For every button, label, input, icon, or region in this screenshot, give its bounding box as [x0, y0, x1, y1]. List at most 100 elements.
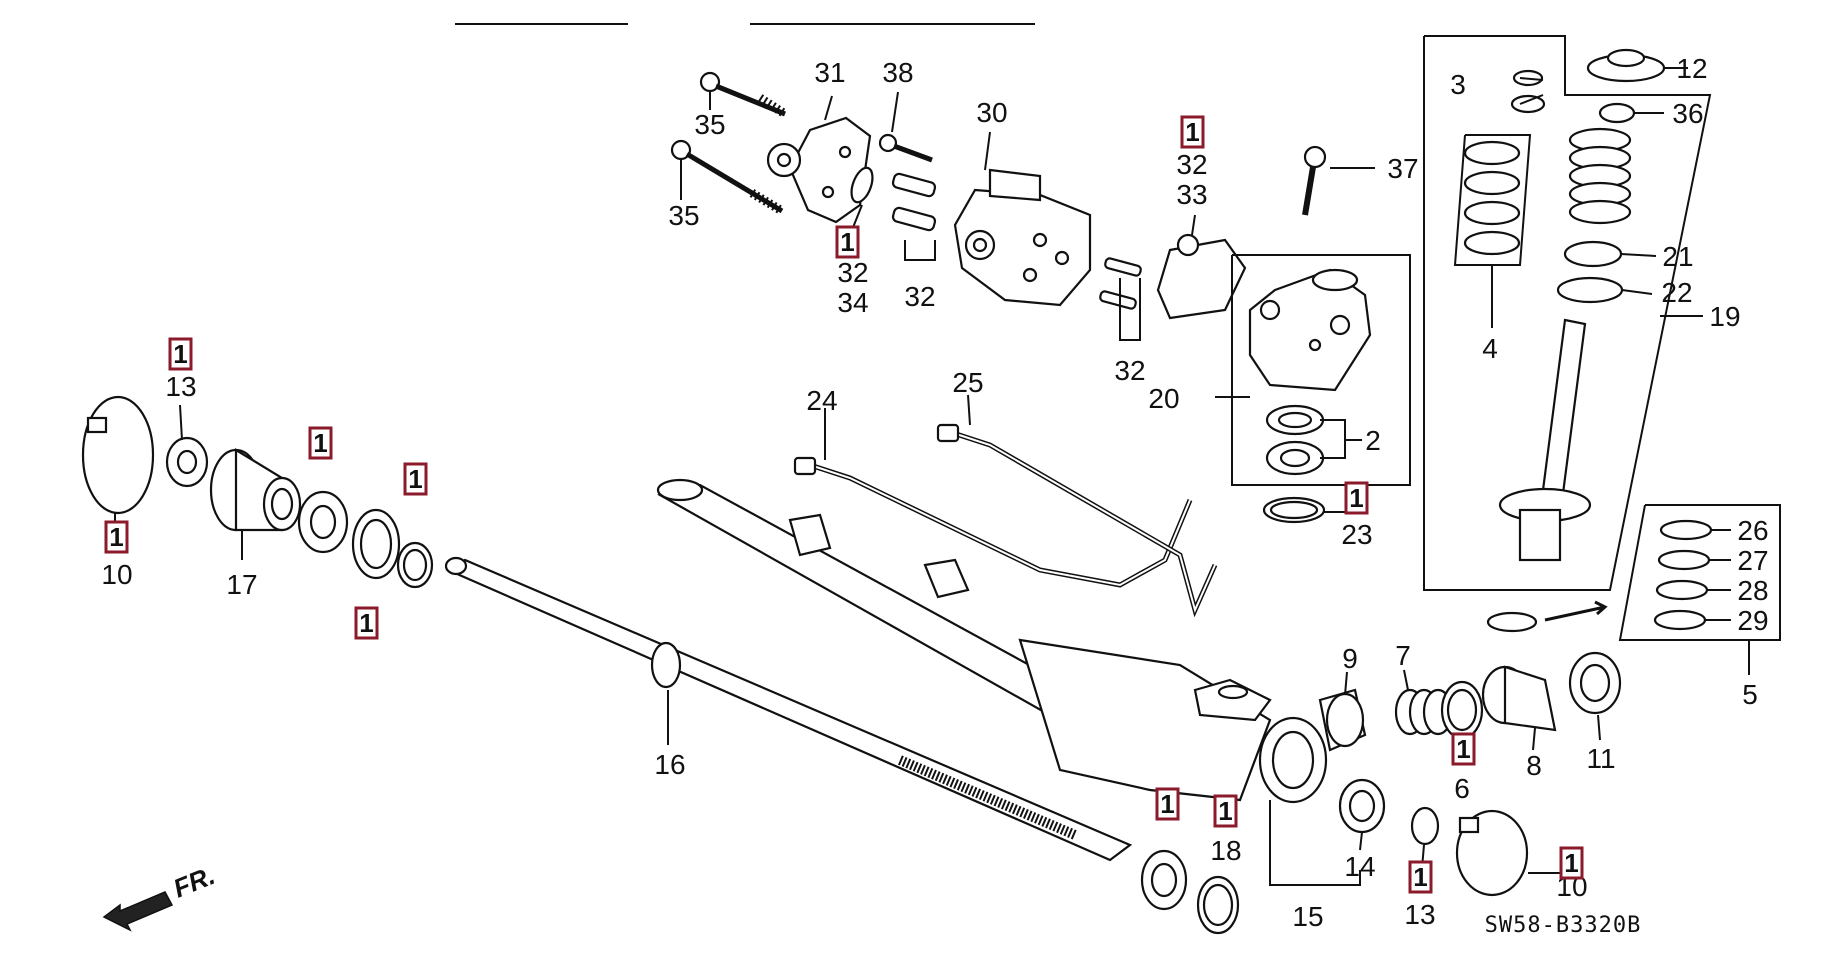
bearing-cap-12[interactable] [1586, 48, 1666, 83]
bolt-37[interactable] [1302, 145, 1327, 216]
bushing-13-right[interactable] [1410, 806, 1440, 846]
bushing-9[interactable] [1318, 688, 1367, 752]
boxed-label-23: 1 [1344, 481, 1369, 515]
bushing-14[interactable] [1338, 778, 1386, 834]
end-plug-17[interactable] [209, 448, 302, 532]
callout-16: 16 [654, 749, 685, 780]
boxed-label-13-left: 1 [168, 337, 193, 371]
boxed-label-18: 1 [1213, 794, 1238, 828]
svg-text:1: 1 [408, 464, 422, 494]
seal-18-left[interactable] [1140, 849, 1188, 911]
svg-text:1: 1 [313, 428, 327, 458]
callout-30: 30 [976, 97, 1007, 128]
shim-28[interactable] [1655, 579, 1709, 601]
seal-2-upper[interactable] [1265, 404, 1325, 436]
seal-21[interactable] [1563, 240, 1623, 268]
seal-2-lower[interactable] [1265, 440, 1325, 476]
callout-32-lower: 32 [1114, 355, 1145, 386]
seal-left-1[interactable] [297, 490, 349, 554]
svg-text:1: 1 [1413, 862, 1427, 892]
dowel-pins-32[interactable] [891, 172, 937, 232]
diagram-code: SW58-B3320B [1485, 913, 1642, 938]
boxed-labels: 1 1 1 1 1 1 1 1 [104, 115, 1584, 894]
o-ring-6[interactable] [1440, 680, 1484, 740]
callout-37: 37 [1387, 153, 1418, 184]
boxed-label-10-left: 1 [104, 520, 129, 554]
callout-13-right: 13 [1404, 899, 1435, 930]
washers-3[interactable] [1510, 69, 1546, 114]
valve-housing-30[interactable] [953, 168, 1092, 307]
callout-23: 23 [1341, 519, 1372, 550]
svg-text:1: 1 [1564, 848, 1578, 878]
callout-32-right: 32 [1176, 149, 1207, 180]
arrow-to-shims [1544, 600, 1608, 622]
callout-36: 36 [1672, 98, 1703, 129]
spring-stack-19[interactable] [1568, 127, 1632, 225]
callout-11: 11 [1586, 743, 1615, 774]
pipe-24[interactable] [793, 456, 1193, 588]
seal-rings-4[interactable] [1463, 140, 1521, 256]
clamp-10-right[interactable] [1455, 809, 1529, 897]
rack-guide-8[interactable] [1481, 665, 1557, 732]
callout-19: 19 [1709, 301, 1740, 332]
svg-text:1: 1 [1218, 796, 1232, 826]
boxed-label-13-right: 1 [1408, 860, 1433, 894]
valve-body-20[interactable] [1248, 268, 1372, 392]
callout-26: 26 [1737, 515, 1768, 546]
callout-15: 15 [1292, 901, 1323, 932]
shim-29[interactable] [1653, 609, 1707, 631]
pipe-25[interactable] [936, 423, 1218, 618]
clamp-10-left[interactable] [81, 395, 155, 515]
boxed-label-seal-left-2: 1 [354, 606, 379, 640]
callout-32-pins: 32 [904, 281, 935, 312]
boxed-label-seal-18: 1 [1155, 787, 1180, 821]
steering-housing[interactable] [656, 478, 1328, 804]
callout-34: 34 [837, 287, 868, 318]
o-ring-23[interactable] [1262, 496, 1326, 524]
plate-31[interactable] [766, 116, 872, 224]
bushing-13-left[interactable] [165, 436, 209, 488]
callout-22: 22 [1661, 277, 1692, 308]
bolt-35-upper[interactable] [699, 71, 788, 118]
callout-8: 8 [1526, 750, 1542, 781]
callout-38: 38 [882, 57, 913, 88]
callout-33: 33 [1176, 179, 1207, 210]
svg-text:1: 1 [1349, 483, 1363, 513]
o-ring-left-3[interactable] [396, 541, 434, 589]
callout-13-left: 13 [165, 371, 196, 402]
bracket-20 [1231, 254, 1411, 486]
washer-22[interactable] [1556, 276, 1624, 304]
nut-housing-1[interactable] [788, 513, 832, 557]
callout-4: 4 [1482, 333, 1498, 364]
gasket-33[interactable] [1156, 233, 1247, 320]
callout-35-upper: 35 [694, 109, 725, 140]
shim-27[interactable] [1657, 549, 1711, 571]
bolt-35-lower[interactable] [670, 139, 785, 215]
nut-36[interactable] [1598, 102, 1636, 124]
nut-housing-2[interactable] [923, 558, 970, 599]
bracket-4 [1453, 134, 1532, 266]
boxed-label-32-right: 1 [1180, 115, 1205, 149]
bolt-38[interactable] [878, 133, 933, 163]
svg-text:1: 1 [1456, 734, 1470, 764]
callout-21: 21 [1662, 241, 1693, 272]
o-ring-18[interactable] [1196, 875, 1240, 935]
shim-loose[interactable] [1486, 611, 1538, 633]
leader-lines [114, 67, 1750, 874]
svg-text:1: 1 [1160, 789, 1174, 819]
rack-16[interactable] [444, 556, 1133, 862]
lock-nut-11[interactable] [1568, 651, 1622, 715]
seal-left-2[interactable] [351, 508, 401, 580]
spring-7[interactable] [1394, 688, 1454, 736]
callout-2: 2 [1365, 425, 1381, 456]
shim-26[interactable] [1659, 519, 1713, 541]
bracket-15 [1269, 800, 1361, 886]
pinion-shaft[interactable] [1498, 318, 1592, 562]
front-direction-label: FR. [169, 860, 219, 904]
boxed-label-32-left: 1 [835, 225, 860, 259]
bracket-19 [1423, 35, 1712, 591]
dowel-pins-32-lower[interactable] [1099, 257, 1142, 310]
callout-7: 7 [1395, 640, 1411, 671]
o-ring-32-left[interactable] [847, 165, 876, 205]
